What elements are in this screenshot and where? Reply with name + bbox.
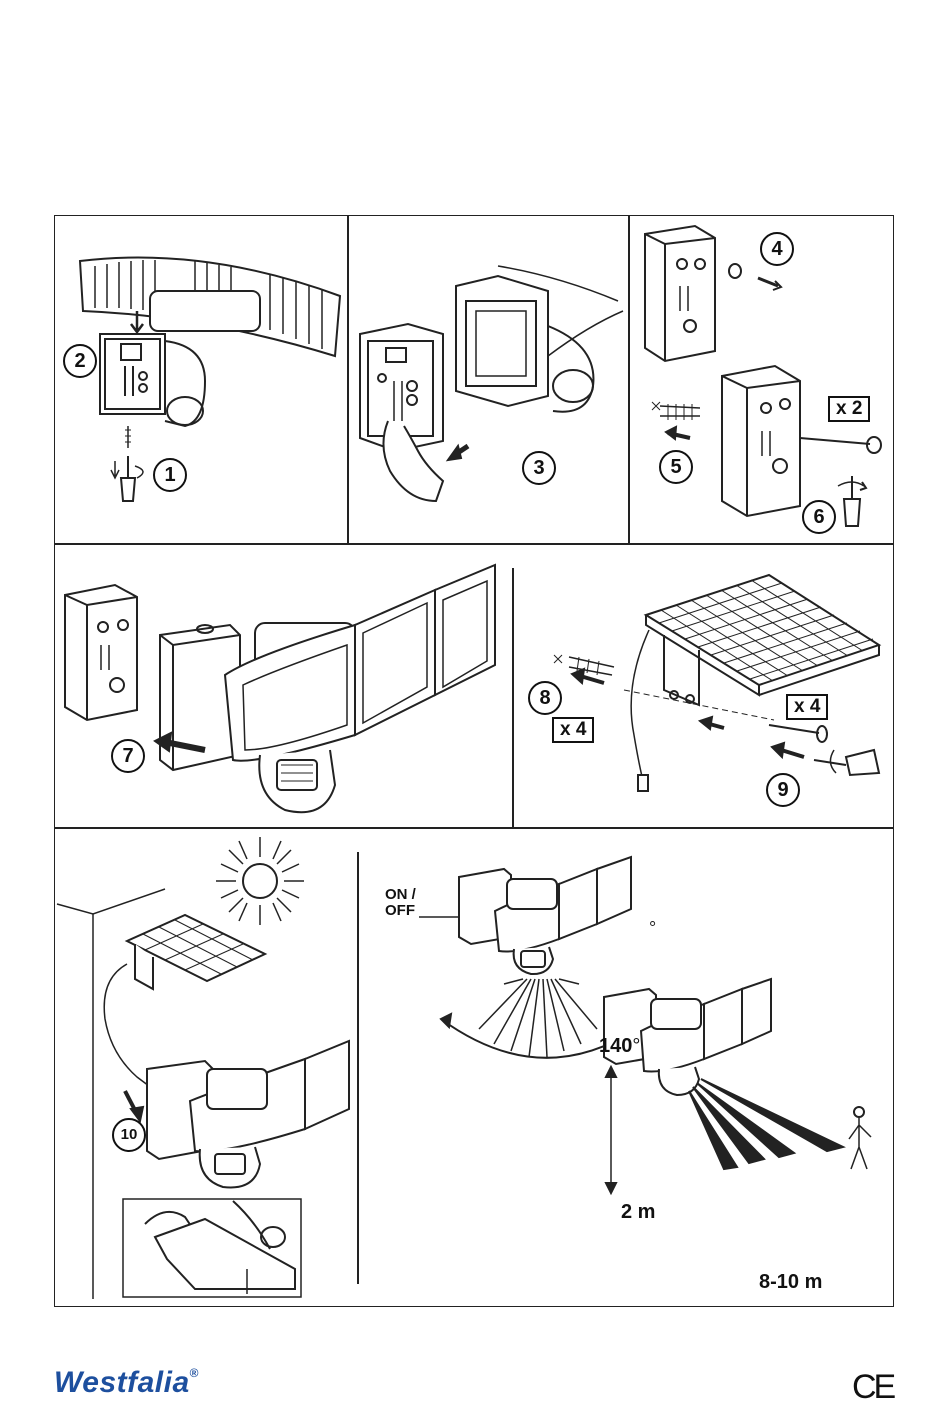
panel-step-10: 10 (55, 829, 357, 1306)
distance-label: 8-10 m (759, 1271, 822, 1294)
detection-range-illustration: ° (359, 829, 893, 1306)
angle-label: 140° (599, 1035, 640, 1058)
quantity-x4-left: x 4 (552, 717, 594, 743)
brand-name: Westfalia (54, 1366, 190, 1399)
step-8-badge: 8 (528, 681, 562, 715)
height-label: 2 m (621, 1201, 655, 1224)
step-5-badge: 5 (659, 450, 693, 484)
panel-step-1-2: 2 1 (55, 216, 347, 543)
panel-step-4-6: 4 x 2 5 6 (630, 216, 893, 543)
step-2-badge: 2 (63, 344, 97, 378)
panel-step-3: 3 (348, 216, 628, 543)
degree-symbol: ° (632, 1035, 640, 1057)
mount-drill-illustration (630, 216, 893, 543)
westfalia-logo: Westfalia® (54, 1366, 199, 1400)
solar-connection-illustration (55, 829, 357, 1306)
step-10-badge: 10 (112, 1118, 146, 1152)
quantity-x2: x 2 (828, 396, 870, 422)
panel-detection-range: ° ON / OFF 140° 2 m 8-10 m (359, 829, 893, 1306)
panel-step-8-9: 8 x 4 x 4 9 (514, 545, 893, 827)
on-off-label: ON / OFF (385, 887, 416, 919)
on-off-label-line2: OFF (385, 903, 416, 919)
step-6-badge: 6 (802, 500, 836, 534)
on-off-label-line1: ON / (385, 887, 416, 903)
angle-value: 140 (599, 1035, 632, 1057)
mount-removal-illustration (348, 216, 628, 543)
instruction-sheet: 2 1 (54, 215, 894, 1307)
step-4-badge: 4 (760, 232, 794, 266)
lamp-attach-illustration (55, 545, 512, 827)
solar-panel-mount-illustration (514, 545, 893, 827)
step-1-badge: 1 (153, 458, 187, 492)
svg-text:°: ° (649, 918, 656, 938)
ce-mark: CE (852, 1368, 893, 1407)
step-3-badge: 3 (522, 451, 556, 485)
registered-mark: ® (190, 1366, 199, 1380)
step-7-badge: 7 (111, 739, 145, 773)
panel-step-7: 7 (55, 545, 512, 827)
step-9-badge: 9 (766, 773, 800, 807)
lamp-open-illustration (55, 216, 347, 543)
quantity-x4-right: x 4 (786, 694, 828, 720)
